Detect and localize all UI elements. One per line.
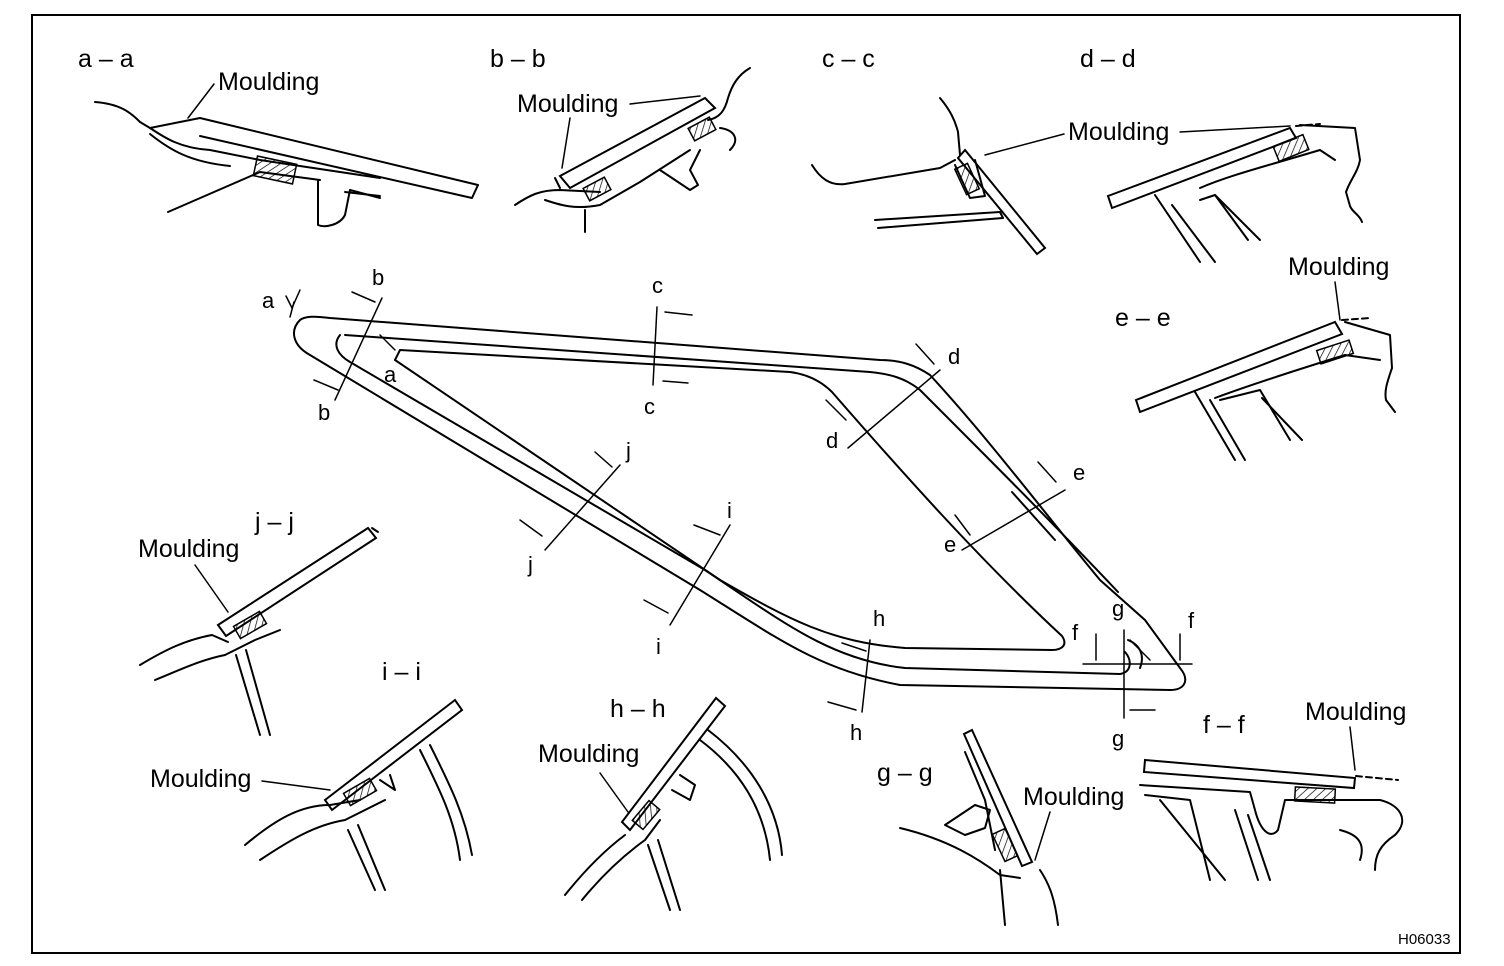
section-f-f: f – f Moulding — [1139, 698, 1406, 881]
moulding-label-h: Moulding — [538, 740, 639, 768]
moulding-label-e: Moulding — [1288, 253, 1389, 281]
moulding-label-f: Moulding — [1305, 698, 1406, 726]
section-title-e: e – e — [1115, 304, 1171, 332]
section-b-b: b – b Moulding — [490, 45, 751, 233]
cut-label-i2: i — [656, 634, 661, 659]
cut-label-j2: j — [527, 552, 533, 577]
cut-label-g2: g — [1112, 726, 1124, 751]
cut-label-c2: c — [644, 394, 655, 419]
moulding-label-g: Moulding — [1023, 783, 1124, 811]
section-i-i: i – i Moulding — [150, 658, 473, 891]
section-g-g: g – g Moulding — [877, 728, 1124, 926]
section-title-f: f – f — [1203, 711, 1245, 739]
section-title-h: h – h — [610, 695, 666, 723]
cut-label-f: f — [1072, 620, 1079, 645]
section-title-j: j – j — [254, 508, 294, 536]
section-title-a: a – a — [78, 45, 134, 73]
cut-label-d: d — [948, 344, 960, 369]
cut-letter-labels: a a b b c c d d e e f f g g h h i i j j — [262, 265, 1195, 751]
section-title-c: c – c — [822, 45, 875, 73]
section-title-i: i – i — [382, 658, 421, 686]
cut-label-d2: d — [826, 428, 838, 453]
moulding-label-b: Moulding — [517, 90, 618, 118]
figure-id: H06033 — [1398, 931, 1451, 948]
cut-label-e: e — [1073, 460, 1085, 485]
section-a-a: a – a Moulding — [78, 45, 479, 228]
cut-label-c: c — [652, 273, 663, 298]
cut-label-i: i — [727, 498, 732, 523]
cut-label-a: a — [262, 288, 275, 313]
cut-label-h: h — [873, 606, 885, 631]
cut-label-e2: e — [944, 532, 956, 557]
cut-label-g: g — [1112, 596, 1124, 621]
quarter-window-outline — [293, 315, 1187, 691]
section-c-c: c – c Moulding — [811, 45, 1169, 256]
section-d-d: d – d — [1080, 45, 1363, 263]
section-title-d: d – d — [1080, 45, 1136, 73]
cut-label-j: j — [625, 438, 631, 463]
diagram-frame — [31, 14, 1461, 954]
cut-label-b2: b — [318, 400, 330, 425]
section-cut-lines — [285, 289, 1193, 719]
section-title-b: b – b — [490, 45, 546, 73]
moulding-label-i: Moulding — [150, 765, 251, 793]
moulding-label-a: Moulding — [218, 68, 319, 96]
cut-label-f2: f — [1188, 608, 1195, 633]
section-e-e: e – e Moulding — [1115, 253, 1396, 461]
cut-label-h2: h — [850, 720, 862, 745]
cut-label-a2: a — [384, 362, 397, 387]
cut-label-b: b — [372, 265, 384, 290]
section-title-g: g – g — [877, 759, 933, 787]
moulding-label-c: Moulding — [1068, 118, 1169, 146]
moulding-label-j: Moulding — [138, 535, 239, 563]
section-h-h: h – h Moulding — [538, 695, 783, 911]
section-j-j: j – j Moulding — [138, 508, 379, 736]
